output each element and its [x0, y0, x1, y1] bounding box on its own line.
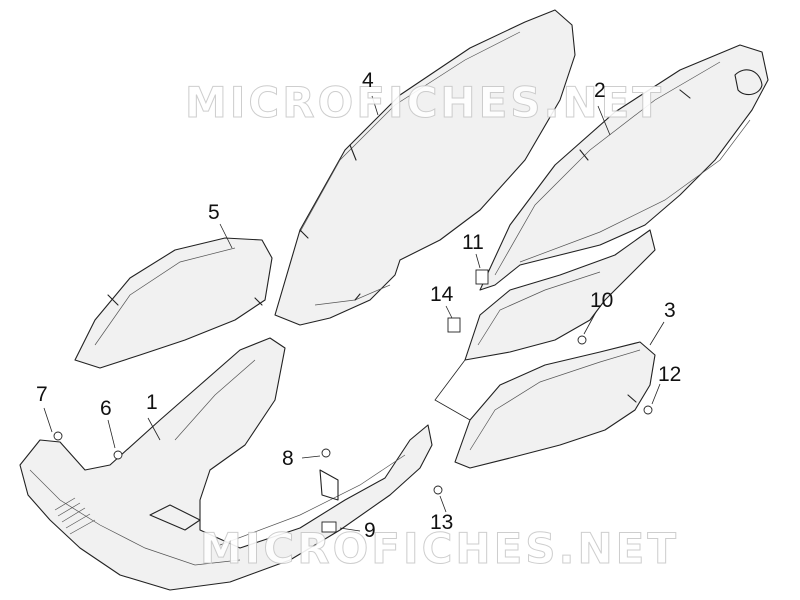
- vent-grille: [54, 497, 96, 535]
- callout-8: 8: [282, 447, 294, 470]
- part-3-side-panel: [454, 341, 656, 469]
- callout-7: 7: [36, 383, 48, 406]
- callout-2: 2: [594, 79, 606, 102]
- leader-lines: [43, 95, 665, 532]
- fasteners: [53, 335, 653, 533]
- part-2-side-panel: [479, 44, 769, 291]
- callout-5: 5: [208, 201, 220, 224]
- callout-3: 3: [664, 299, 676, 322]
- callout-10: 10: [590, 289, 614, 312]
- part-4-side-panel: [274, 9, 576, 326]
- callout-1: 1: [146, 391, 158, 414]
- callout-12: 12: [658, 363, 682, 386]
- part-5-small-panel: [74, 237, 273, 369]
- callout-9: 9: [364, 519, 376, 542]
- watermark-top: MICROFICHES.NET: [185, 78, 664, 128]
- callout-11: 11: [462, 231, 484, 254]
- callout-6: 6: [100, 397, 112, 420]
- callout-4: 4: [362, 69, 374, 92]
- part-middle-bracket: [447, 229, 656, 361]
- callout-13: 13: [430, 511, 454, 534]
- callout-14: 14: [430, 283, 454, 306]
- watermark-bottom: MICROFICHES.NET: [200, 524, 679, 574]
